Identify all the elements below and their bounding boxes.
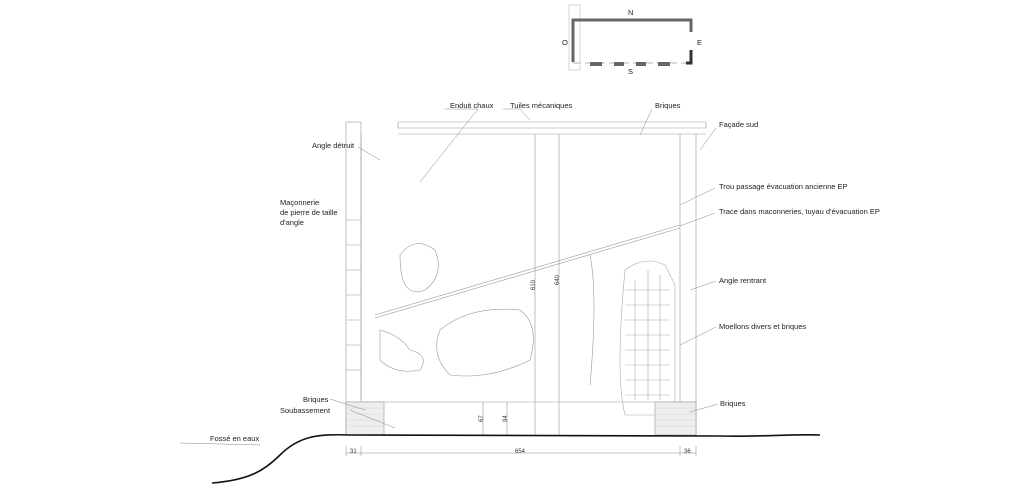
dim-h4: 94	[503, 415, 509, 422]
dim-h3: 67	[479, 415, 485, 422]
south-label: S	[628, 67, 633, 76]
label-briques-top: Briques	[655, 101, 681, 110]
label-facade-sud: Façade sud	[719, 120, 758, 129]
label-trace: Trace dans maconneries, tuyau d'évacuati…	[719, 207, 880, 216]
east-label: E	[697, 38, 702, 47]
ground-line	[211, 433, 821, 484]
west-label: O	[562, 38, 568, 47]
label-enduit-chaux: Enduit chaux	[450, 101, 494, 110]
dim-h1: 610	[531, 279, 537, 290]
label-maconnerie-1: Maçonnerie	[280, 198, 319, 207]
dim-w-main: 654	[515, 449, 526, 455]
north-label: N	[628, 8, 633, 17]
dim-w-left: 31	[350, 449, 357, 455]
label-angle-detruit: Angle détruit	[312, 141, 355, 150]
dimension-line	[345, 446, 697, 456]
label-briques-left: Briques	[303, 395, 329, 404]
label-angle-rentrant: Angle rentrant	[719, 276, 767, 285]
facade-elevation	[345, 121, 707, 436]
orientation-plan: N S E O	[562, 4, 702, 76]
label-tuiles: Tuiles mécaniques	[510, 101, 573, 110]
dim-h2: 640	[555, 274, 561, 285]
label-maconnerie-3: d'angle	[280, 218, 304, 227]
label-briques-right: Briques	[720, 399, 746, 408]
label-fosse: Fossé en eaux	[210, 434, 259, 443]
leader-lines	[329, 108, 719, 429]
label-maconnerie-2: de pierre de taille	[280, 208, 338, 217]
label-trou-passage: Trou passage évacuation ancienne EP	[719, 182, 848, 191]
label-moellons: Moellons divers et briques	[719, 322, 806, 331]
dim-w-right: 36	[684, 449, 691, 455]
label-soubassement: Soubassement	[280, 406, 331, 415]
